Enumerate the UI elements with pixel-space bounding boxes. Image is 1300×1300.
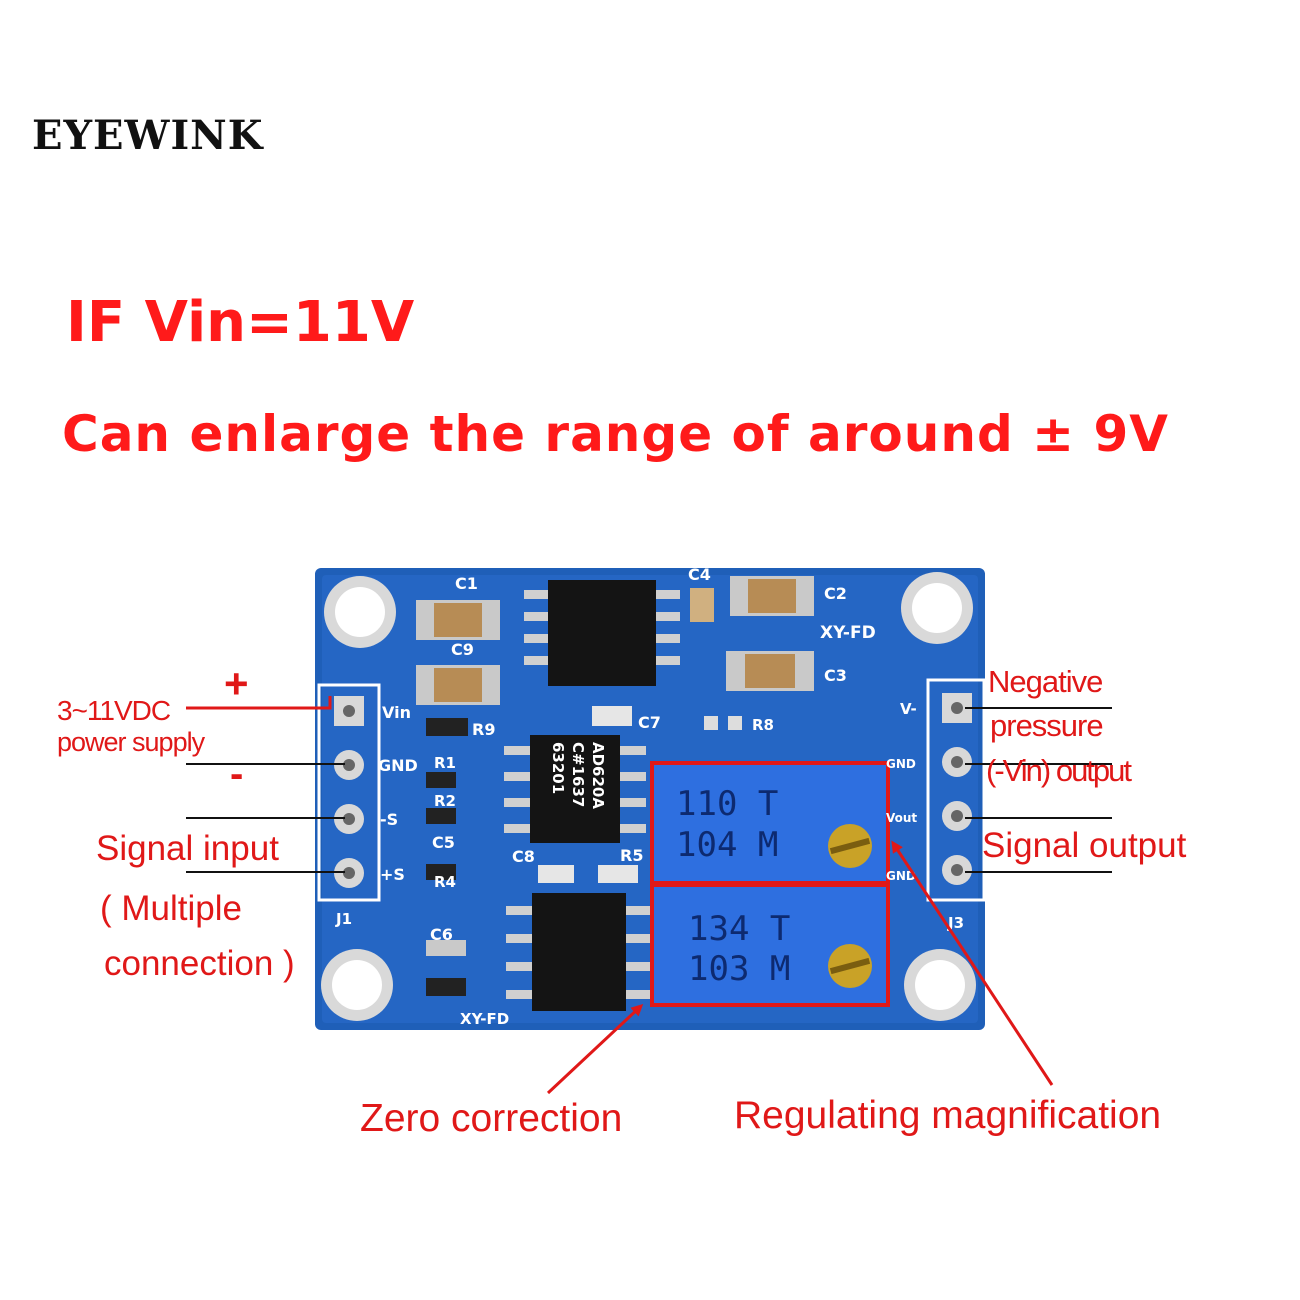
label-plus: + bbox=[224, 660, 249, 707]
pin-label-gnd-right-2: GND bbox=[886, 869, 916, 883]
label-c3: C3 bbox=[824, 666, 847, 685]
pin-label-gnd-right: GND bbox=[886, 757, 916, 771]
label-c7: C7 bbox=[638, 713, 661, 732]
label-zero-correction: Zero correction bbox=[360, 1097, 623, 1140]
pin-label-gnd-left: GND bbox=[378, 756, 418, 775]
label-c8: C8 bbox=[512, 847, 535, 866]
arrow-regulating bbox=[891, 840, 1054, 1086]
pot-bottom-line1: 134 T bbox=[688, 909, 790, 949]
brand-logo: EYEWINK bbox=[32, 112, 264, 159]
arrow-zero-correction bbox=[546, 1003, 644, 1095]
label-c6: C6 bbox=[430, 925, 453, 944]
smd-resistors bbox=[426, 716, 742, 996]
label-c4: C4 bbox=[688, 565, 711, 584]
label-signal-output: Signal output bbox=[982, 826, 1187, 865]
label-negative-1: Negative bbox=[988, 664, 1103, 699]
chip-marking-2: C#1637 bbox=[569, 742, 587, 807]
label-negative-3: (-Vin) output bbox=[986, 753, 1132, 788]
label-r8: R8 bbox=[752, 716, 774, 734]
label-c2: C2 bbox=[824, 584, 847, 603]
label-model-top: XY-FD bbox=[820, 623, 876, 643]
leader-lines bbox=[186, 696, 1112, 873]
label-c9: C9 bbox=[451, 640, 474, 659]
smd-capacitors bbox=[416, 576, 814, 883]
label-minus: - bbox=[230, 752, 244, 796]
label-power-supply: power supply bbox=[57, 727, 205, 757]
chip-marking-1: AD620A bbox=[589, 742, 607, 809]
label-r9: R9 bbox=[472, 720, 495, 739]
headline-condition: IF Vin=11V bbox=[66, 290, 415, 355]
label-multiple-2: connection ) bbox=[104, 944, 295, 983]
label-regulating-magnification: Regulating magnification bbox=[734, 1094, 1162, 1137]
label-c5: C5 bbox=[432, 833, 455, 852]
label-r5: R5 bbox=[620, 846, 643, 865]
pot-bottom-line2: 103 M bbox=[688, 949, 790, 989]
highlight-zero-pot bbox=[650, 881, 890, 1007]
label-r1: R1 bbox=[434, 754, 456, 772]
label-signal-input: Signal input bbox=[96, 829, 279, 868]
potentiometer-zero: 134 T 103 M bbox=[654, 885, 886, 1003]
label-c1: C1 bbox=[455, 574, 478, 593]
pot-top-line2: 104 M bbox=[676, 825, 778, 865]
label-r4: R4 bbox=[434, 873, 456, 891]
label-j1: J1 bbox=[335, 910, 352, 928]
chip-marking: AD620A C#1637 63201 bbox=[549, 742, 607, 809]
label-supply-voltage: 3~11VDC bbox=[57, 695, 171, 726]
pin-label-minus-s: -S bbox=[380, 810, 398, 829]
label-multiple-1: ( Multiple bbox=[100, 889, 242, 928]
ic-chips bbox=[504, 580, 680, 1011]
potentiometer-gain: 110 T 104 M bbox=[654, 765, 886, 883]
silkscreen-labels: C1 C2 C3 C4 C5 C6 C7 C8 C9 R1 R2 R4 R5 R… bbox=[335, 565, 964, 1028]
pin-header-j3 bbox=[926, 678, 986, 902]
pin-label-plus-s: +S bbox=[380, 865, 405, 884]
label-j3: J3 bbox=[947, 914, 964, 932]
pin-header-j1 bbox=[317, 683, 381, 902]
chip-marking-3: 63201 bbox=[549, 742, 567, 794]
label-r2: R2 bbox=[434, 792, 456, 810]
label-negative-2: pressure bbox=[990, 708, 1104, 743]
mounting-holes bbox=[321, 572, 976, 1021]
label-model-bottom: XY-FD bbox=[460, 1010, 509, 1028]
headline-range: Can enlarge the range of around ± 9V bbox=[62, 405, 1169, 463]
pin-label-vminus: V- bbox=[900, 700, 917, 718]
pin-label-vout: Vout bbox=[886, 811, 917, 825]
pin-label-vin: Vin bbox=[382, 703, 411, 722]
pot-top-line1: 110 T bbox=[676, 784, 778, 824]
